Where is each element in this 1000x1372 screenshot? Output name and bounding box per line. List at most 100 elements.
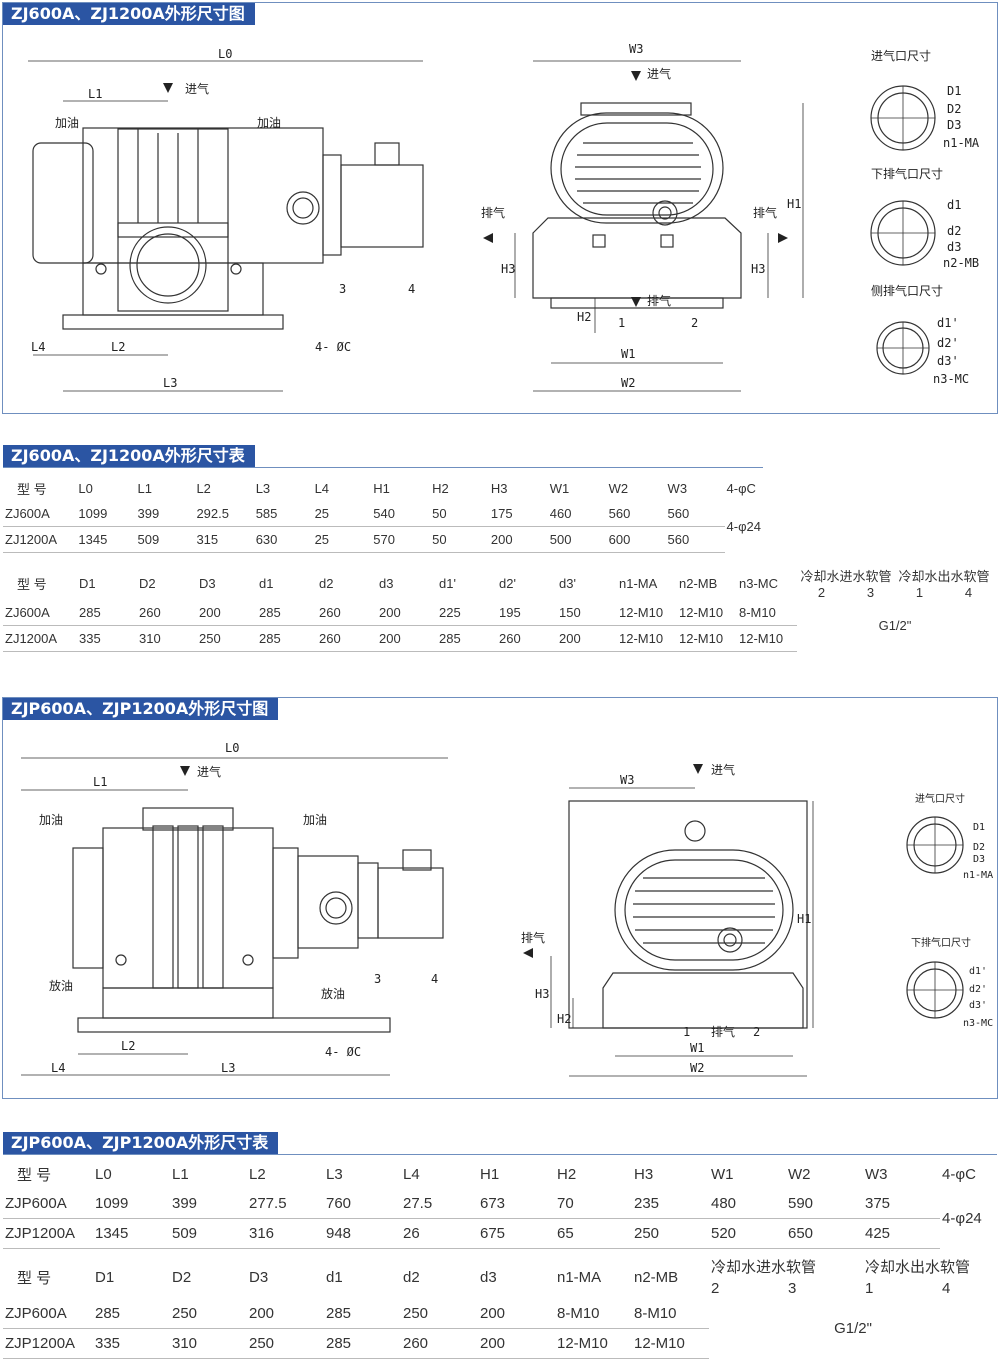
th: H2 <box>432 481 449 496</box>
dim-W2: W2 <box>621 376 635 390</box>
cell: 50 <box>430 501 489 527</box>
oil-fill-left: 加油 <box>39 813 63 827</box>
dim-H3-left: H3 <box>501 262 515 276</box>
cell: 70 <box>555 1189 632 1219</box>
dim-H1: H1 <box>797 912 811 926</box>
th: D3 <box>199 575 216 591</box>
cell: 25 <box>312 501 372 527</box>
table-2a: 型 号 L0 L1 L2 L3 L4 H1 H2 H3 W1 W2 W3 4-φ… <box>3 1160 997 1249</box>
th: n3-MC <box>739 575 779 591</box>
dim-L4: L4 <box>51 1061 65 1075</box>
th: L4 <box>403 1166 420 1183</box>
dim-L0: L0 <box>225 741 239 755</box>
th: d3 <box>480 1268 497 1286</box>
cell: 375 <box>863 1189 940 1219</box>
th: n2-MB <box>679 575 718 591</box>
cell: ZJP600A <box>3 1189 93 1219</box>
side-exhaust-right: 排气 <box>753 205 777 220</box>
th: L2 <box>249 1166 266 1183</box>
th: 4 <box>964 585 973 600</box>
cell: 425 <box>863 1218 940 1249</box>
inlet-flange-title: 进气口尺寸 <box>871 48 931 63</box>
dim-L3: L3 <box>221 1061 235 1075</box>
cell: 235 <box>632 1189 709 1219</box>
cell: 200 <box>377 600 437 626</box>
cell: 1099 <box>76 501 136 527</box>
drawing-title-1: ZJ600A、ZJ1200A外形尺寸图 <box>3 3 255 25</box>
flange-d1p: d1' <box>937 316 959 330</box>
dim-H2: H2 <box>577 310 591 324</box>
cool-out-header: 冷却水出水软管 <box>898 569 990 584</box>
cell: 650 <box>786 1218 863 1249</box>
dim-H2: H2 <box>557 1012 571 1026</box>
cell: ZJP1200A <box>3 1218 93 1249</box>
port-3: 3 <box>374 972 381 986</box>
port-4: 4 <box>408 282 415 296</box>
cell: 12-M10 <box>677 625 737 652</box>
table-1b-subheader: 2 3 1 4 <box>3 585 993 600</box>
hole-label: 4- ØC <box>325 1045 361 1059</box>
table-1b-header: 型 号 D1 D2 D3 d1 d2 d3 d1' d2' d3' n1-MA … <box>3 566 993 592</box>
th: d3' <box>559 575 576 591</box>
oil-fill-right: 加油 <box>257 116 281 130</box>
flange-n3MC: n3-MC <box>963 1018 993 1029</box>
th: d1 <box>326 1268 343 1286</box>
cell: 260 <box>317 600 377 626</box>
table-title-1: ZJ600A、ZJ1200A外形尺寸表 <box>3 445 255 467</box>
cell: 200 <box>377 625 437 652</box>
flange-n1MA: n1-MA <box>943 136 980 150</box>
th: H2 <box>557 1166 577 1183</box>
cell: 150 <box>557 600 617 626</box>
flange-d3p: d3' <box>969 1000 987 1011</box>
cell: 250 <box>632 1218 709 1249</box>
intake-label: 进气 <box>197 764 221 779</box>
th: 3 <box>866 585 875 600</box>
th: D1 <box>79 575 96 591</box>
dim-L2: L2 <box>111 340 125 354</box>
dim-W3: W3 <box>629 42 643 56</box>
cell: 600 <box>606 526 666 553</box>
flange-d2: d2 <box>947 224 961 238</box>
cell: 200 <box>478 1299 555 1329</box>
th: L4 <box>314 481 330 496</box>
cell: 200 <box>247 1299 324 1329</box>
th: L3 <box>326 1166 343 1183</box>
cell: 65 <box>555 1218 632 1249</box>
dim-H3: H3 <box>535 987 549 1001</box>
drawing-1-svg: L0 L1 进气 加油 加油 L4 L2 L3 4- ØC 3 4 W3 进气 … <box>28 42 980 392</box>
dim-W2: W2 <box>690 1061 704 1075</box>
cell: 285 <box>257 600 317 626</box>
cell: 560 <box>665 501 725 527</box>
th: W1 <box>711 1166 734 1183</box>
oil-fill-right: 加油 <box>303 813 327 827</box>
th: 4-φC <box>942 1166 976 1183</box>
cell: 8-M10 <box>632 1299 709 1329</box>
table-1b: 型 号 D1 D2 D3 d1 d2 d3 d1' d2' d3' n1-MA … <box>3 566 993 652</box>
th: 4-φC <box>726 481 756 496</box>
cell: 675 <box>478 1218 555 1249</box>
th: D2 <box>172 1268 192 1286</box>
cell: 50 <box>430 526 489 553</box>
th: 型 号 <box>17 576 47 592</box>
merged-cell: 4-φ24 <box>942 1210 982 1228</box>
cell: 12-M10 <box>737 625 797 652</box>
dim-W1: W1 <box>621 347 635 361</box>
cell: 200 <box>557 625 617 652</box>
th: d2' <box>499 575 516 591</box>
cell: 250 <box>247 1328 324 1359</box>
th: 1 <box>865 1279 874 1297</box>
flange-d1p: d1' <box>969 966 987 977</box>
th: 型 号 <box>17 482 47 497</box>
table-1a: 型 号 L0 L1 L2 L3 L4 H1 H2 H3 W1 W2 W3 4-φ… <box>3 476 763 553</box>
th: 1 <box>915 585 924 600</box>
table-row: ZJP1200A 335 310 250 285 260 200 12-M10 … <box>3 1328 997 1359</box>
th: L0 <box>78 481 93 496</box>
th: D1 <box>95 1268 115 1286</box>
th: d3 <box>379 575 394 591</box>
cell: 200 <box>478 1328 555 1359</box>
cell: 1345 <box>76 526 136 553</box>
flange-D1: D1 <box>947 84 961 98</box>
flange-d3p: d3' <box>937 354 959 368</box>
merged-cell: 4-φ24 <box>726 519 761 535</box>
flange-d2p: d2' <box>937 336 959 350</box>
